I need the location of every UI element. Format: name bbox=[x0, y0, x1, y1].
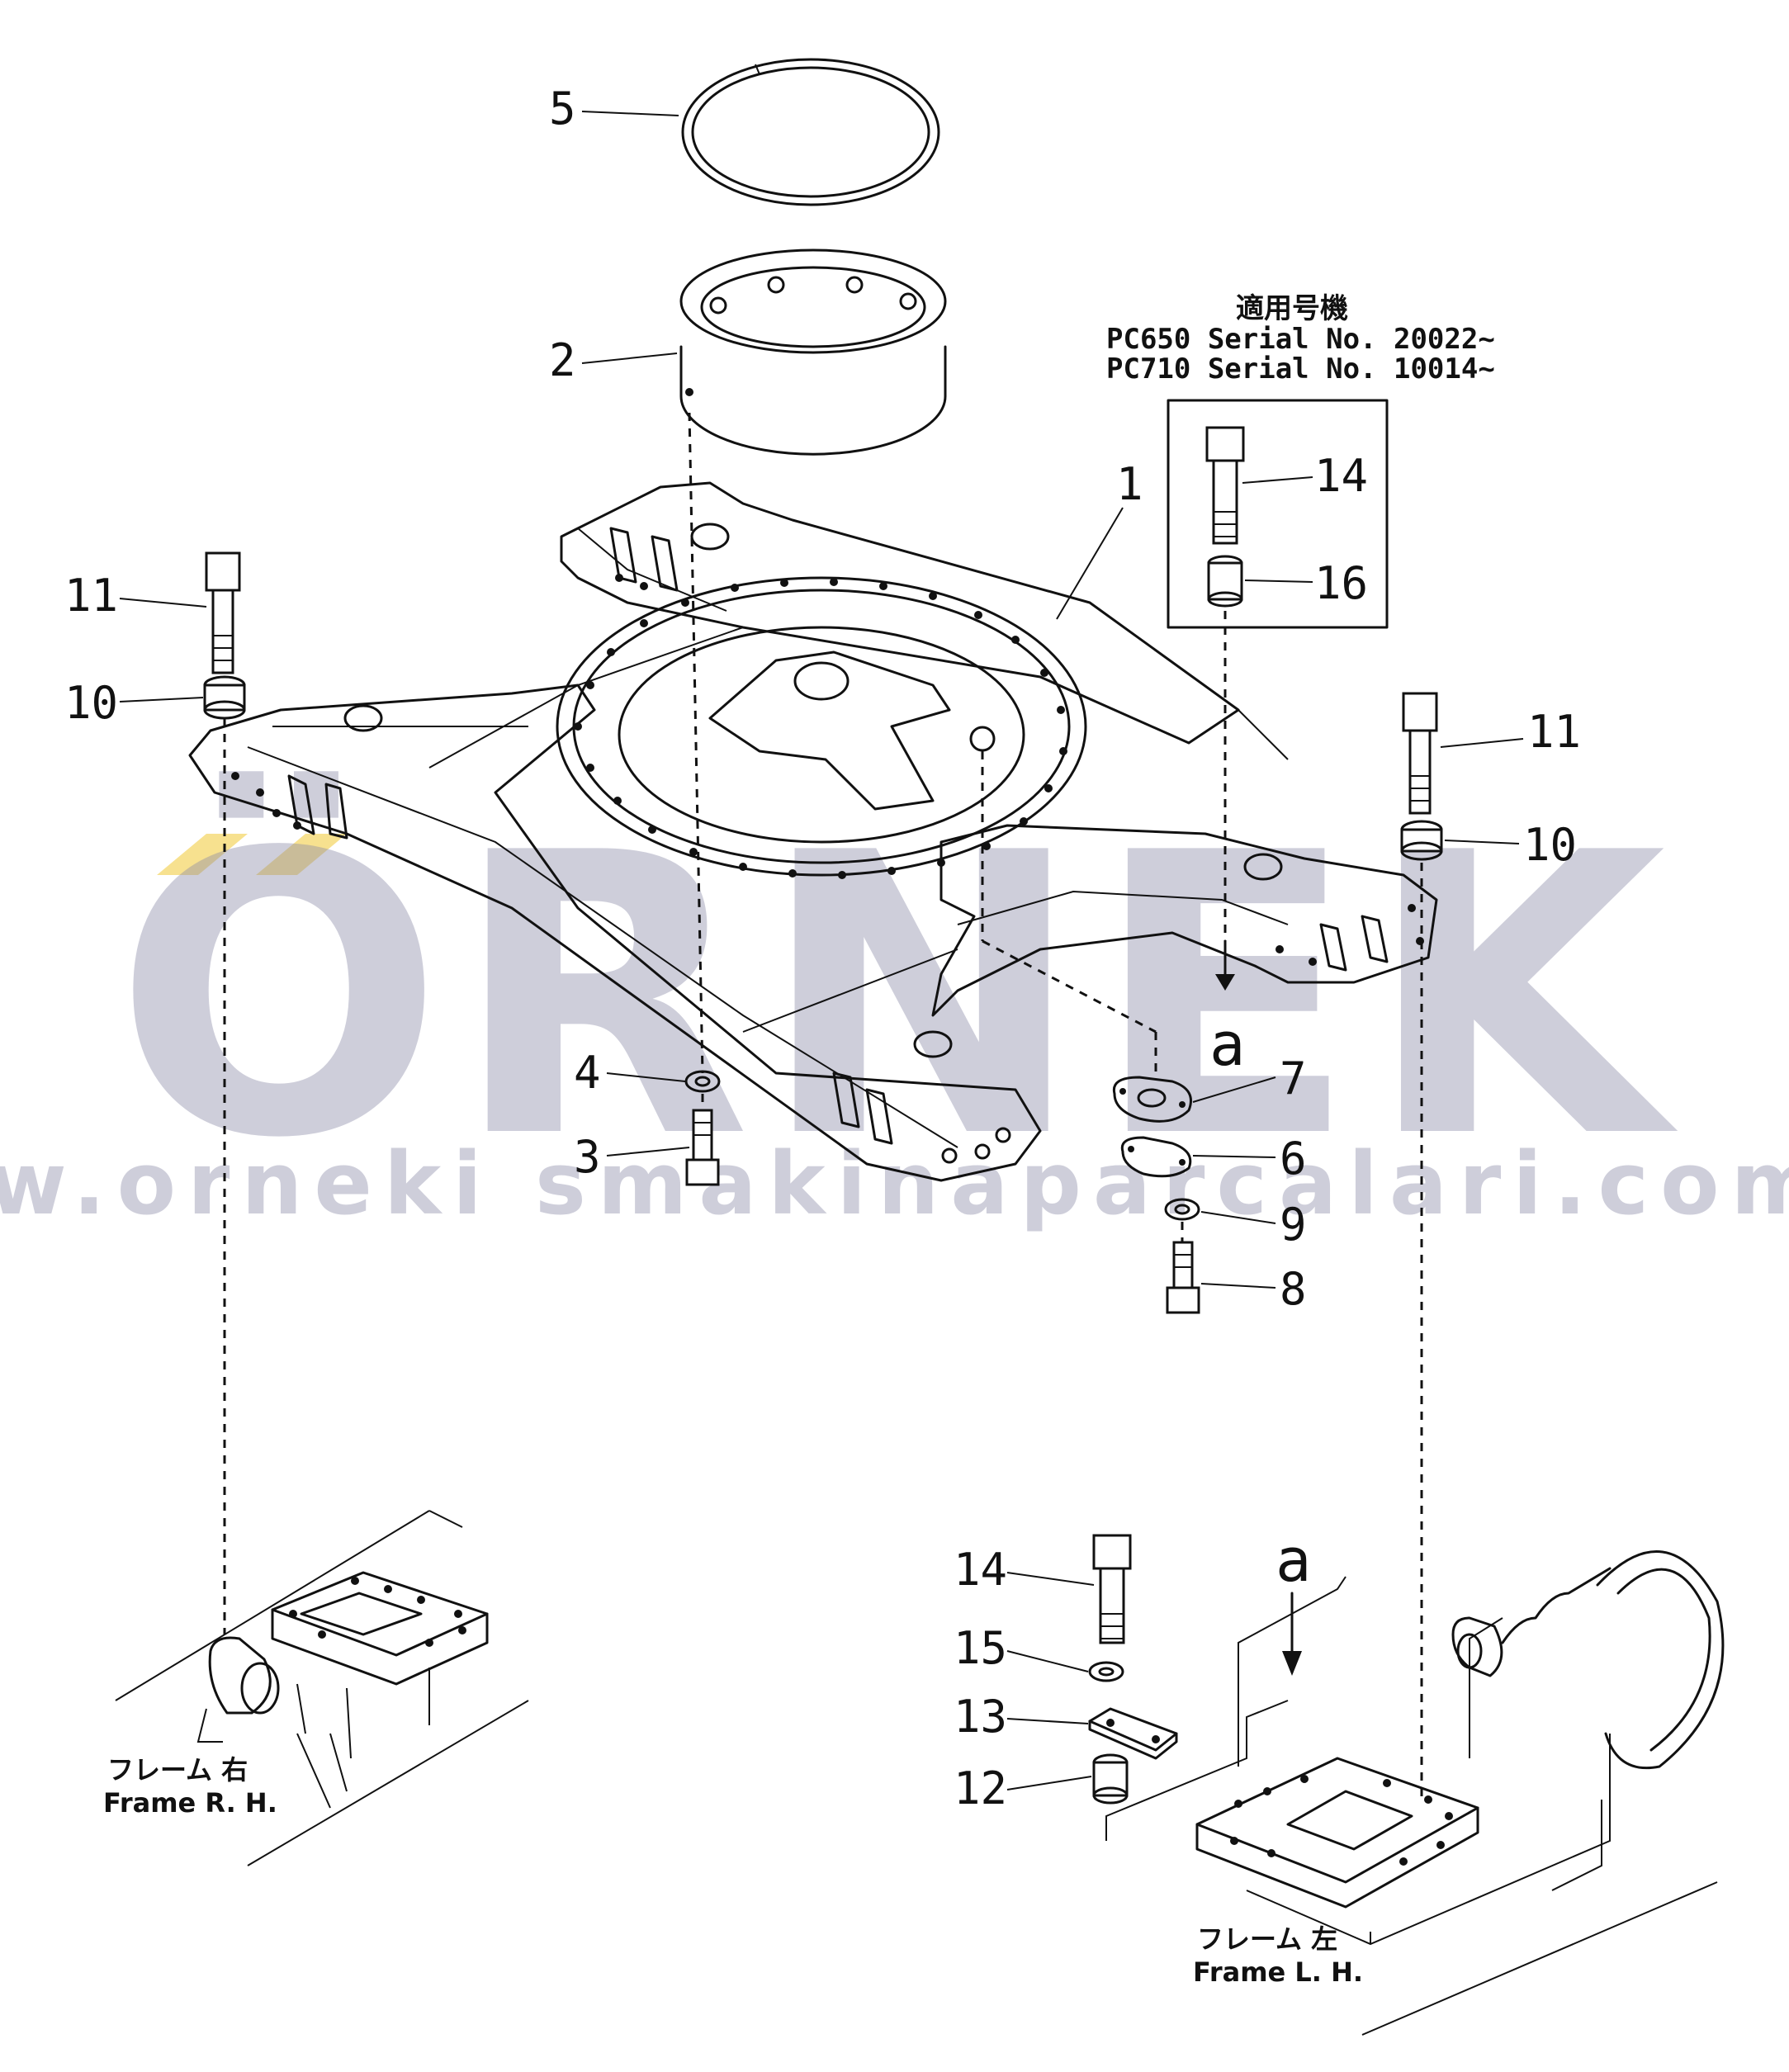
callout-9: 9 bbox=[1280, 1199, 1307, 1251]
part-12-spacer bbox=[1092, 1753, 1129, 1805]
view-arrow-a-detail: a bbox=[1275, 1526, 1311, 1676]
part-14-bolt-box bbox=[1205, 426, 1245, 545]
callout-11-left: 11 bbox=[64, 570, 118, 622]
callout-numbers: 5 2 1 11 10 11 10 14 16 4 3 7 6 9 8 14 1… bbox=[64, 83, 1581, 1814]
frame-rh-label-en: Frame R. H. bbox=[103, 1787, 277, 1819]
leader-lines bbox=[119, 111, 1524, 1791]
callout-10-left: 10 bbox=[64, 677, 118, 729]
frame-lugs-left bbox=[231, 772, 348, 840]
callout-1: 1 bbox=[1116, 458, 1143, 510]
callout-14-detail: 14 bbox=[954, 1544, 1007, 1596]
part-15-washer bbox=[1088, 1661, 1124, 1682]
assembly-center-lines bbox=[223, 412, 1423, 1800]
part-1-revolving-frame bbox=[188, 481, 1438, 1182]
watermark: ÖRNEK www.orneki smakinaparcalari.com.tr bbox=[0, 767, 1789, 1234]
part-16-spacer-box bbox=[1207, 555, 1243, 608]
frame-lh-label-en: Frame L. H. bbox=[1193, 1956, 1363, 1988]
callout-3: 3 bbox=[574, 1131, 601, 1183]
part-6-cover bbox=[1120, 1136, 1192, 1178]
frame-rh-track bbox=[115, 1510, 529, 1866]
view-label-a-detail: a bbox=[1275, 1526, 1311, 1595]
watermark-url: www.orneki smakinaparcalari.com.tr bbox=[0, 1133, 1789, 1234]
frame-rh-label-jp: フレーム 右 bbox=[107, 1754, 248, 1786]
callout-7: 7 bbox=[1280, 1053, 1307, 1105]
part-11-bolt-left bbox=[205, 551, 241, 674]
part-10-washer-left bbox=[203, 675, 246, 720]
callout-5: 5 bbox=[549, 83, 576, 135]
callout-4: 4 bbox=[574, 1047, 601, 1099]
part-10-washer-right bbox=[1400, 820, 1443, 861]
callout-10-right: 10 bbox=[1523, 819, 1577, 871]
part-7-gasket bbox=[1112, 1076, 1192, 1123]
callout-2: 2 bbox=[549, 334, 576, 386]
frame-lugs-front bbox=[832, 1071, 1011, 1164]
callout-6: 6 bbox=[1280, 1133, 1307, 1185]
part-2-housing bbox=[679, 248, 947, 456]
applicability-note: 適用号機 PC650 Serial No. 20022~ PC710 Seria… bbox=[1106, 292, 1495, 629]
applicability-line-pc710: PC710 Serial No. 10014~ bbox=[1106, 352, 1495, 386]
callout-12: 12 bbox=[954, 1762, 1007, 1814]
view-label-a-top: a bbox=[1209, 1010, 1245, 1079]
frame-lh-track bbox=[1105, 1550, 1725, 2036]
callout-15: 15 bbox=[954, 1622, 1007, 1674]
applicability-heading: 適用号機 bbox=[1236, 292, 1348, 325]
watermark-accent-right bbox=[256, 834, 347, 875]
callout-13: 13 bbox=[954, 1691, 1007, 1743]
frame-lh-label: フレーム 左 Frame L. H. bbox=[1193, 1923, 1363, 1988]
part-13-plate bbox=[1088, 1707, 1178, 1760]
callout-11-right: 11 bbox=[1527, 706, 1581, 758]
part-9-washer bbox=[1164, 1198, 1200, 1221]
callout-8: 8 bbox=[1280, 1263, 1307, 1315]
part-14-bolt-detail bbox=[1092, 1534, 1132, 1644]
swing-circle-bolt-holes bbox=[574, 578, 1067, 879]
applicability-line-pc650: PC650 Serial No. 20022~ bbox=[1106, 323, 1495, 356]
frame-lugs-rear bbox=[609, 523, 730, 592]
part-5-ring bbox=[681, 58, 940, 206]
applicability-box bbox=[1167, 399, 1389, 629]
frame-rh-label: フレーム 右 Frame R. H. bbox=[103, 1754, 277, 1819]
frame-lugs-right bbox=[1275, 904, 1424, 972]
part-8-bolt bbox=[1166, 1241, 1200, 1314]
frame-lh-label-jp: フレーム 左 bbox=[1197, 1923, 1337, 1955]
callout-16: 16 bbox=[1314, 557, 1368, 609]
part-11-bolt-right bbox=[1402, 692, 1438, 815]
view-arrow-a-top: a bbox=[1209, 939, 1245, 1079]
callout-14-box: 14 bbox=[1314, 450, 1368, 502]
